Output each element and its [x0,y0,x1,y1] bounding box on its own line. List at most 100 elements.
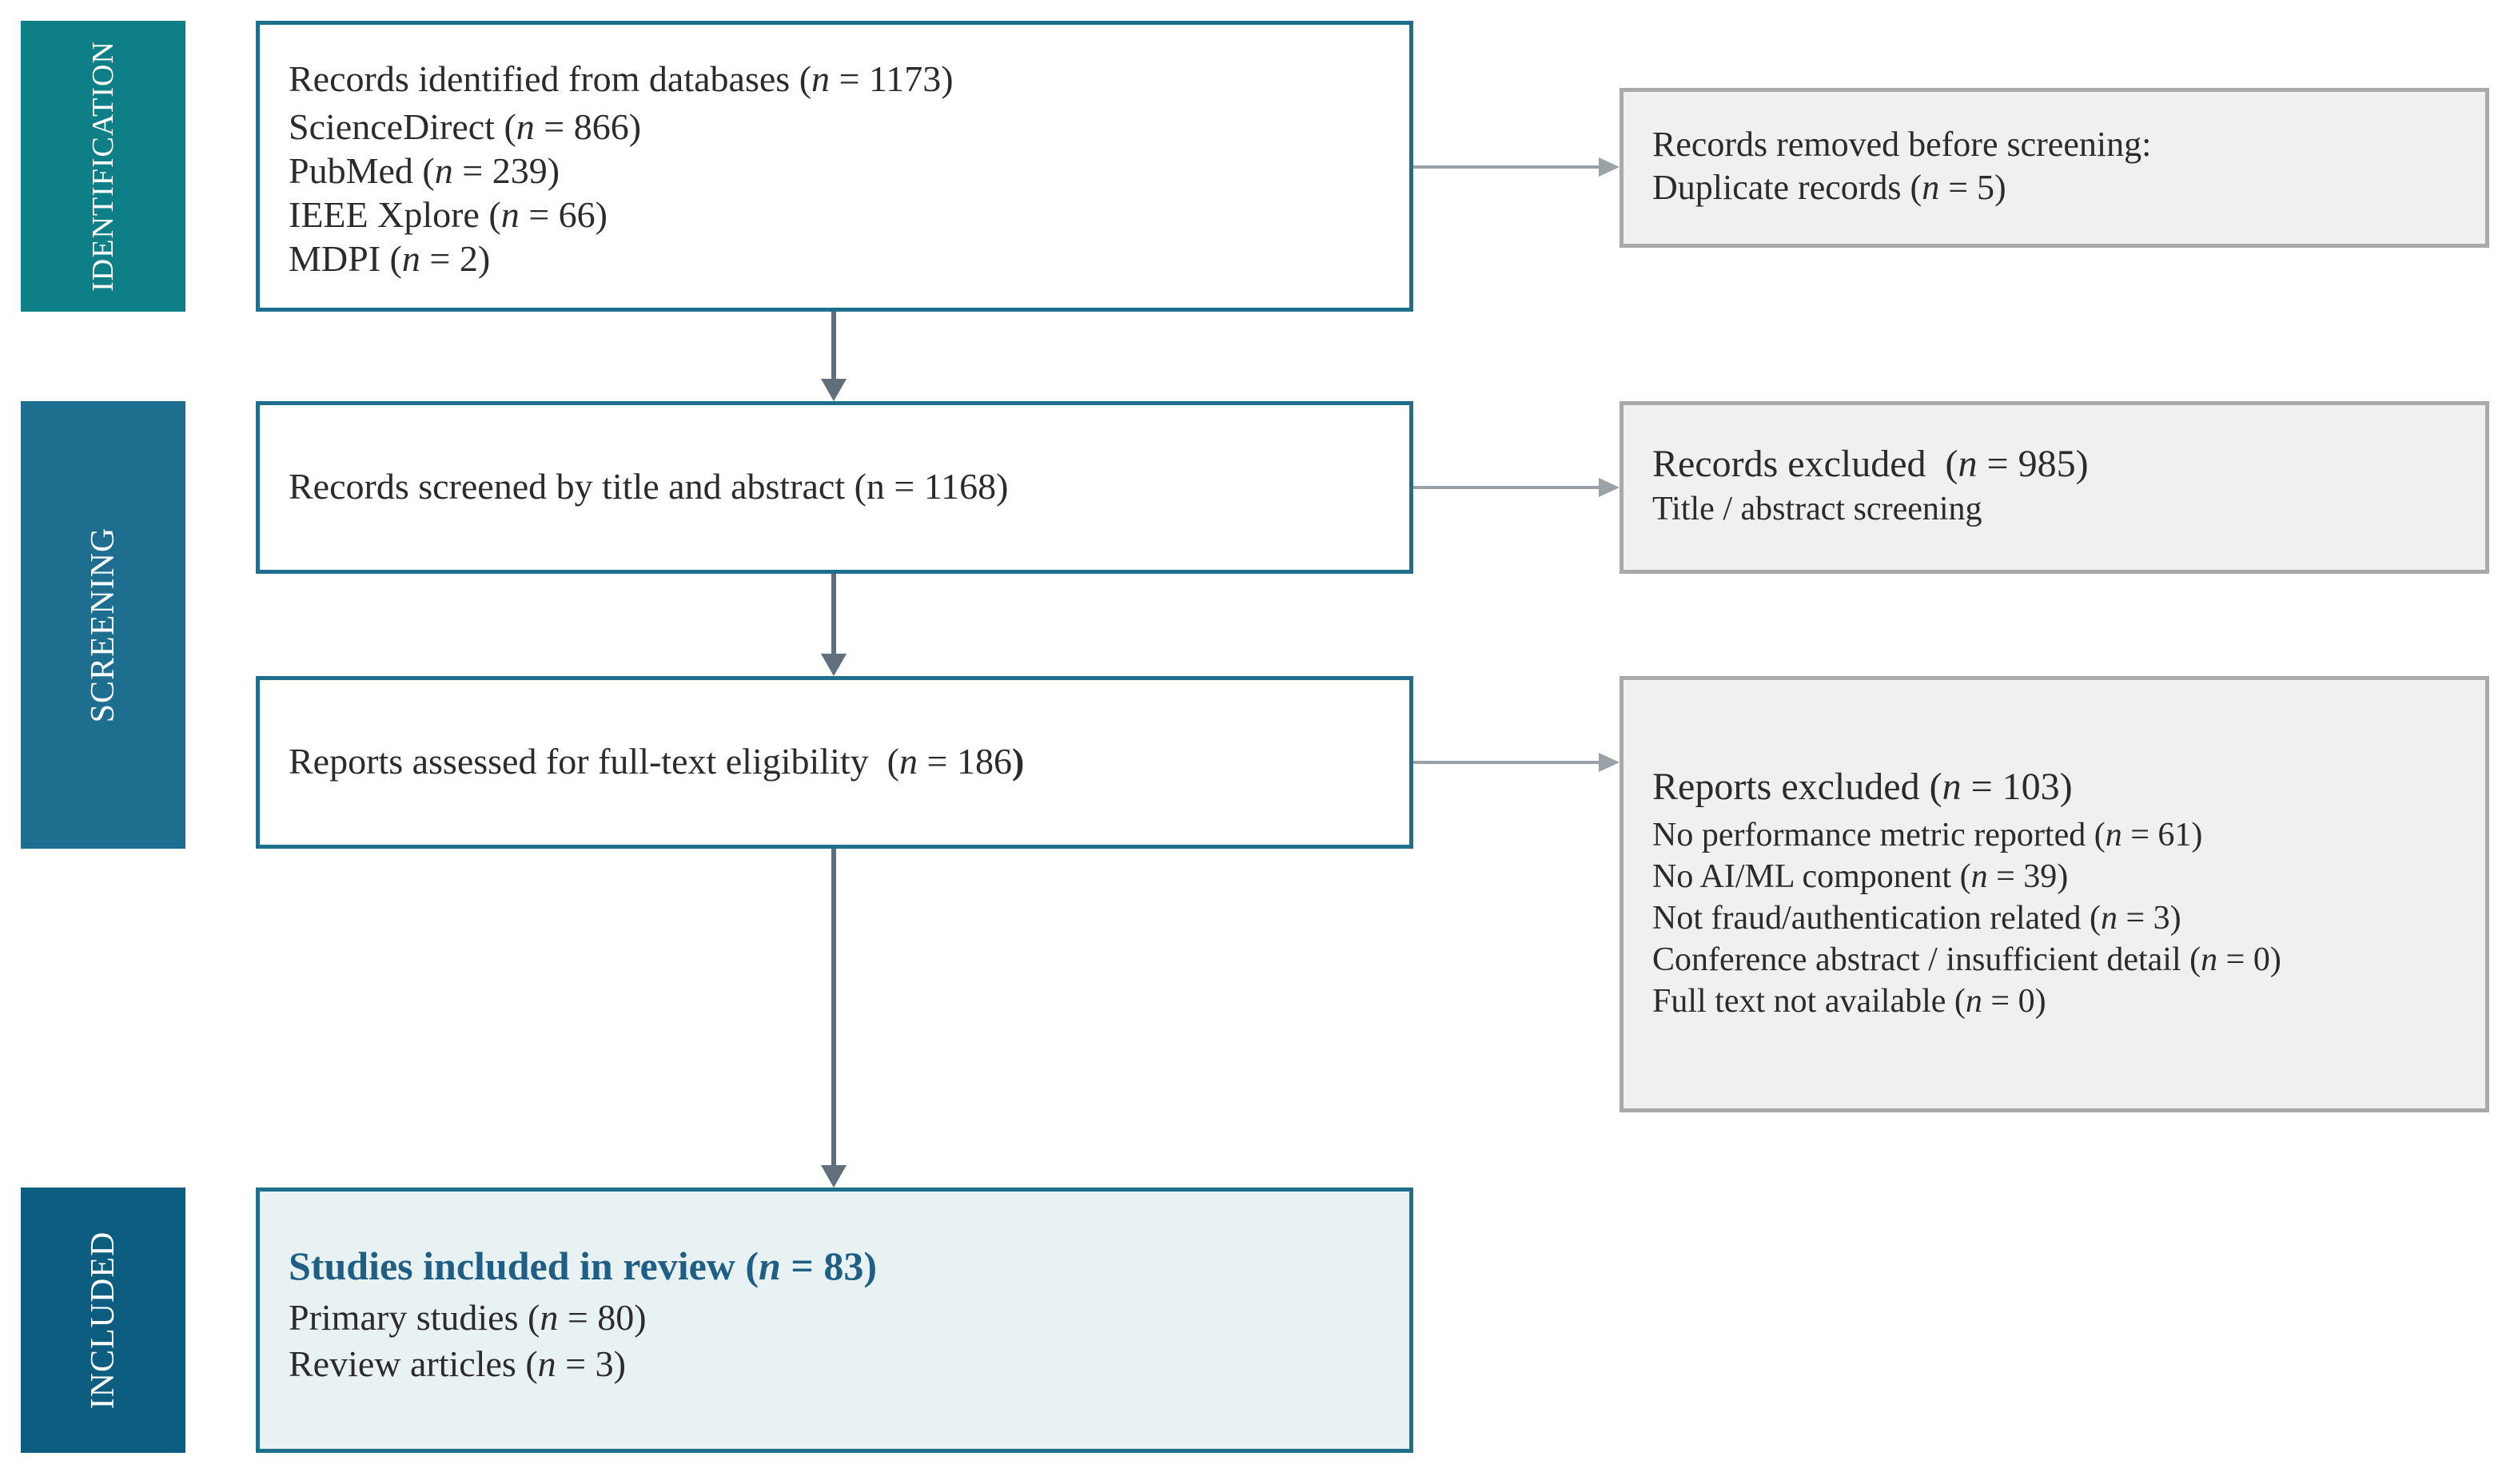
eq-symbol: = [519,194,559,235]
reports-assessed-count: 186 [956,741,1012,782]
eq-symbol: = [2217,941,2253,978]
arrow-ident-to-removed [1413,157,1620,177]
eq-symbol: = [452,150,492,191]
records-removed-box: Records removed before screening: Duplic… [1620,88,2489,248]
studies-included-count: 83 [823,1243,864,1288]
reason-label: Not fraud/authentication related [1652,900,2082,937]
eq-symbol: = [1977,443,2018,485]
eq-symbol: = [556,1343,596,1384]
arrow-screen-to-excluded [1413,478,1620,497]
n-symbol: n [898,741,918,782]
n-symbol: n [2105,817,2122,853]
source-line: ScienceDirect (n = 866) [289,106,642,147]
reason-count: 39 [2023,858,2058,895]
reason-count: 0 [2253,941,2270,978]
eq-symbol: = [830,58,869,99]
n-symbol: n [1942,766,1962,808]
reason-label: No performance metric reported [1652,817,2086,853]
phase-band-identification: IDENTIFICATION [21,21,185,312]
source-count: 66 [558,194,596,235]
reports-excluded-count: 103 [2002,766,2060,808]
identification-total: 1173 [868,58,942,99]
eq-symbol: = [1987,858,2024,895]
eq-symbol: = [1982,983,2018,1020]
phase-band-included: INCLUDED [21,1188,185,1453]
source-name: MDPI [289,238,381,279]
reports-excluded-label: Reports excluded [1652,766,1920,808]
eq-symbol: = [1939,168,1978,207]
n-symbol: n [401,238,420,279]
arrow-ident-to-screen [821,312,847,401]
arrow-screen-to-assess [821,574,847,676]
records-excluded-count: 985 [2018,443,2076,485]
n-symbol: n [540,1297,559,1338]
included-item-count: 3 [595,1343,614,1384]
exclusion-reason: Not fraud/authentication related (n = 3) [1652,900,2181,937]
reason-label: Full text not available [1652,983,1946,1020]
reports-excluded-box: Reports excluded (n = 103) No performanc… [1620,676,2489,1112]
eq-symbol: = [2117,900,2153,937]
exclusion-reason: Conference abstract / insufficient detai… [1652,941,2281,978]
studies-included-box: Studies included in review (n = 83) Prim… [256,1188,1413,1453]
records-excluded-label: Records excluded [1652,443,1926,485]
source-count: 239 [492,150,548,191]
eq-symbol: = [1961,766,2002,808]
reports-excluded-line: Reports excluded (n = 103) [1652,766,2073,808]
reason-count: 3 [2153,900,2170,937]
identification-title-line: Records identified from databases (n = 1… [289,58,954,99]
duplicates-label: Duplicate records [1652,168,1902,207]
n-symbol: n [2100,900,2118,937]
duplicates-count: 5 [1977,168,1995,207]
reports-assessed-label: Reports assessed for full-text eligibili… [289,741,869,782]
records-screened-text: Records screened by title and abstract (… [289,466,1009,507]
source-name: PubMed [289,150,413,191]
reason-count: 61 [2157,817,2192,853]
included-item: Primary studies (n = 80) [289,1297,647,1338]
source-line: IEEE Xplore (n = 66) [289,194,608,235]
identification-box: Records identified from databases (n = 1… [256,21,1413,312]
reason-label: No AI/ML component [1652,858,1952,895]
source-line: PubMed (n = 239) [289,150,560,191]
n-symbol: n [516,106,535,147]
records-excluded-box: Records excluded (n = 985) Title / abstr… [1620,401,2489,574]
exclusion-reason: No performance metric reported (n = 61) [1652,817,2203,853]
exclusion-reason: Full text not available (n = 0) [1652,983,2046,1020]
records-screened-box: Records screened by title and abstract (… [256,401,1413,574]
included-item-label: Primary studies [289,1297,519,1338]
records-excluded-subtitle: Title / abstract screening [1652,491,1982,527]
reason-count: 0 [2018,983,2035,1020]
duplicates-line: Duplicate records (n = 5) [1652,168,2006,207]
n-symbol: n [500,194,520,235]
reason-label: Conference abstract / insufficient detai… [1652,941,2181,978]
eq-symbol: = [420,238,460,279]
n-symbol: n [537,1343,556,1384]
n-symbol: n [434,150,453,191]
phase-band-screening: SCREENING [21,401,185,849]
source-count: 2 [459,238,478,279]
n-symbol: n [1922,168,1940,207]
eq-symbol: = [2122,817,2158,853]
n-symbol: n [811,58,831,99]
n-symbol: n [1958,443,1978,485]
exclusion-reason: No AI/ML component (n = 39) [1652,858,2069,895]
n-symbol: n [1965,983,1982,1020]
n-symbol: n [2201,941,2218,978]
records-excluded-line: Records excluded (n = 985) [1652,443,2089,485]
identification-title: Records identified from databases [289,58,791,99]
eq-symbol: = [917,741,957,782]
included-item-label: Review articles [289,1343,516,1384]
arrow-assess-to-included [821,849,847,1188]
reports-assessed-box: Reports assessed for full-text eligibili… [256,676,1413,849]
included-item: Review articles (n = 3) [289,1343,626,1384]
eq-symbol: = [780,1243,824,1288]
source-name: IEEE Xplore [289,194,480,235]
studies-included-title-line: Studies included in review (n = 83) [289,1243,878,1288]
n-symbol: n [759,1243,781,1288]
eq-symbol: = [558,1297,598,1338]
source-line: MDPI (n = 2) [289,238,491,279]
eq-symbol: = [534,106,574,147]
arrow-assess-to-reports-excluded [1413,753,1620,772]
source-count: 866 [573,106,629,147]
reports-assessed-line: Reports assessed for full-text eligibili… [289,741,1025,782]
